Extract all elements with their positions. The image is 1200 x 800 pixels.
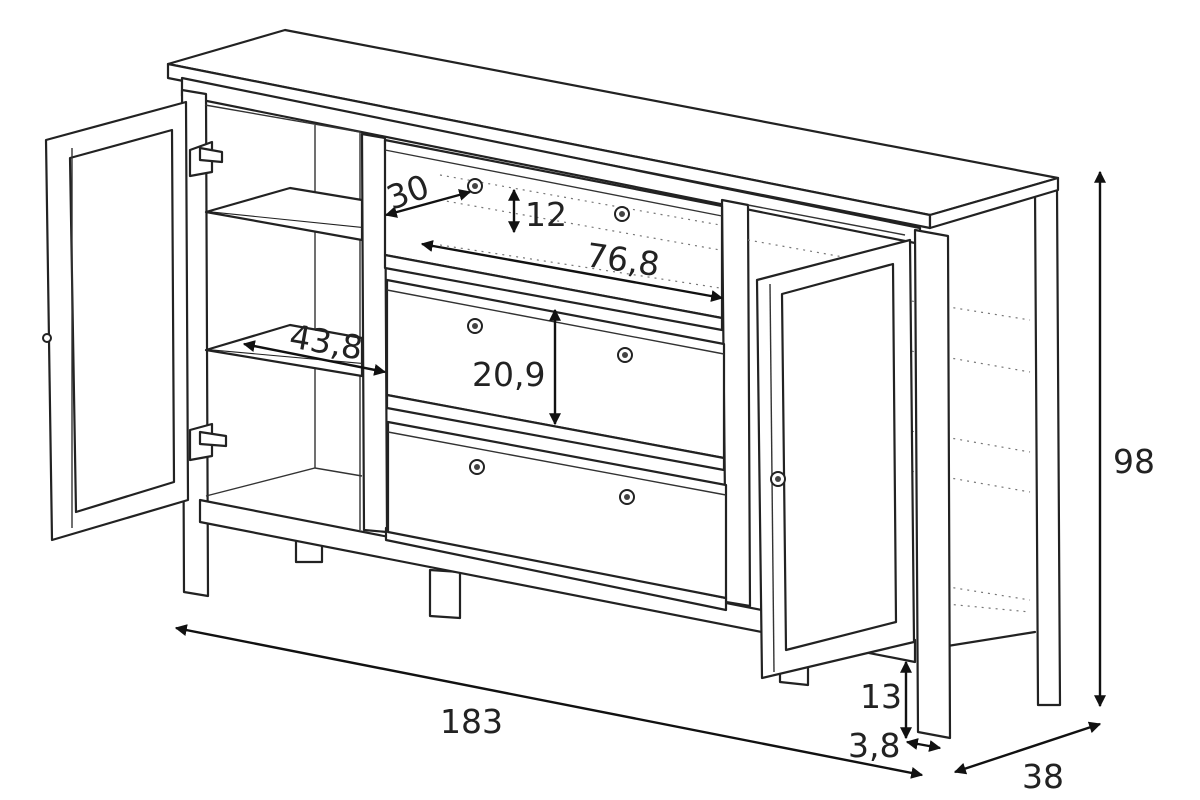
cabinet-top xyxy=(166,28,1060,230)
dimension-lines xyxy=(174,170,1106,779)
drawer-height-top-label: 12 xyxy=(525,195,567,234)
leg-width-label: 3,8 xyxy=(848,726,900,765)
width-label: 183 xyxy=(440,702,503,741)
left-door xyxy=(42,100,228,542)
drawer-bottom xyxy=(386,420,728,600)
right-door xyxy=(755,238,916,680)
drawer-height-mid-label: 20,9 xyxy=(472,355,545,394)
height-label: 98 xyxy=(1113,442,1155,481)
depth-label: 38 xyxy=(1022,757,1064,796)
leg-height-label: 13 xyxy=(860,677,902,716)
cabinet-back-structure xyxy=(294,186,1062,707)
